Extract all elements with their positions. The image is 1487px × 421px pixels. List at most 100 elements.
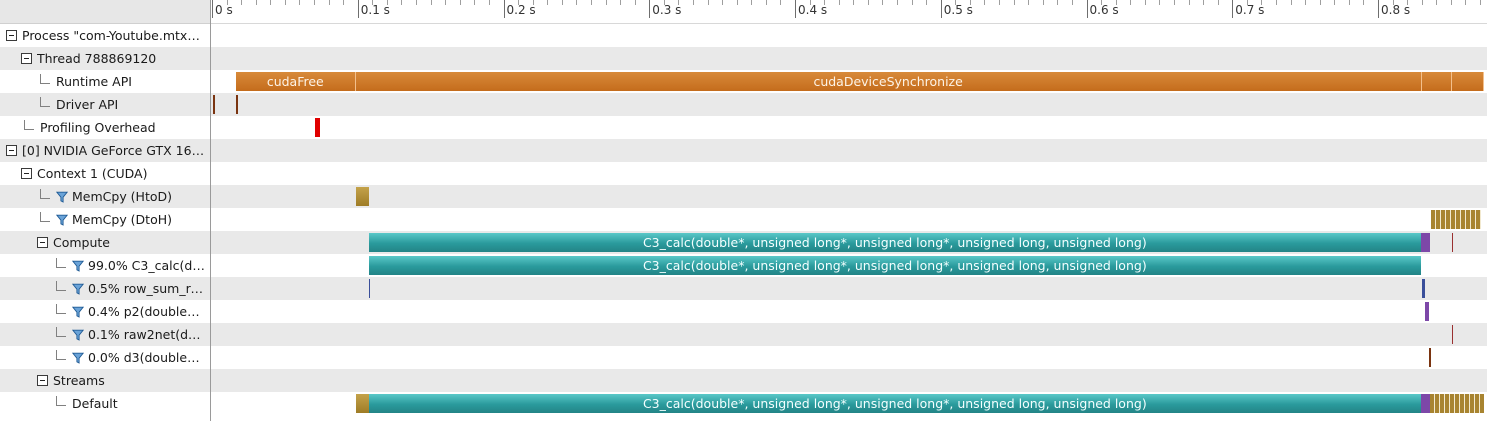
ruler-minor-tick	[1392, 0, 1394, 5]
ruler-minor-tick	[1115, 0, 1117, 5]
tree-context[interactable]: Context 1 (CUDA)	[0, 162, 210, 185]
event-kernel-row-sum-2[interactable]	[1422, 279, 1426, 298]
ruler-minor-tick	[1436, 0, 1438, 5]
event-driver-2[interactable]	[235, 95, 238, 114]
ruler-minor-tick	[547, 0, 549, 5]
tree-thread[interactable]: Thread 788869120	[0, 47, 210, 70]
ruler-minor-tick	[1305, 0, 1307, 5]
tree-branch-icon	[40, 96, 50, 107]
event-kernel-raw2net[interactable]	[1451, 325, 1453, 344]
ruler-minor-tick	[1217, 0, 1219, 5]
timeline-lane	[211, 369, 1487, 392]
collapse-icon[interactable]	[37, 375, 48, 386]
tree-compute[interactable]: Compute	[0, 231, 210, 254]
ruler-tick	[1378, 0, 1379, 18]
ruler-minor-tick	[284, 0, 286, 5]
ruler-minor-tick	[1071, 0, 1073, 5]
ruler-tick-label: 0.8 s	[1381, 3, 1411, 17]
tree-kernel-c3-calc[interactable]: 99.0% C3_calc(do...	[0, 254, 210, 277]
pane-splitter[interactable]	[210, 0, 211, 421]
tree-row-label: 0.0% d3(double*, ...	[88, 350, 205, 365]
ruler-minor-tick	[576, 0, 578, 5]
timeline-lane	[211, 277, 1487, 300]
collapse-icon[interactable]	[6, 30, 17, 41]
tree-kernel-row-sum[interactable]: 0.5% row_sum_re...	[0, 277, 210, 300]
event-compute-raw2net[interactable]	[1451, 233, 1453, 252]
ruler-minor-tick	[736, 0, 738, 5]
event-stream-small[interactable]	[1420, 394, 1430, 413]
event-runtime-tail-1[interactable]	[1421, 72, 1452, 91]
ruler-minor-tick	[1480, 0, 1482, 5]
filter-icon[interactable]	[72, 329, 84, 341]
ruler-minor-tick	[1246, 0, 1248, 5]
event-memcpy-dtoh[interactable]	[1431, 210, 1482, 229]
event-compute-small[interactable]	[1420, 233, 1430, 252]
ruler-minor-tick	[1159, 0, 1161, 5]
event-kernel-c3-calc[interactable]: C3_calc(double*, unsigned long*, unsigne…	[368, 256, 1421, 275]
filter-icon[interactable]	[56, 214, 68, 226]
ruler-minor-tick	[692, 0, 694, 5]
ruler-minor-tick	[590, 0, 592, 5]
tree-streams[interactable]: Streams	[0, 369, 210, 392]
tree-memcpy-htod[interactable]: MemCpy (HtoD)	[0, 185, 210, 208]
ruler-minor-tick	[824, 0, 826, 5]
tree-row-label: 0.1% raw2net(dou...	[88, 327, 205, 342]
filter-icon[interactable]	[72, 283, 84, 295]
filter-icon[interactable]	[56, 191, 68, 203]
tree-branch-icon	[40, 211, 50, 222]
filter-icon[interactable]	[72, 306, 84, 318]
ruler-minor-tick	[1173, 0, 1175, 5]
tree-runtime-api[interactable]: Runtime API	[0, 70, 210, 93]
tree-kernel-raw2net[interactable]: 0.1% raw2net(dou...	[0, 323, 210, 346]
ruler-minor-tick	[1144, 0, 1146, 5]
ruler-minor-tick	[984, 0, 986, 5]
collapse-icon[interactable]	[37, 237, 48, 248]
event-profiling-overhead[interactable]	[315, 118, 321, 137]
event-stream-memcpy-dtoh[interactable]	[1429, 394, 1485, 413]
tree-memcpy-dtoh[interactable]: MemCpy (DtoH)	[0, 208, 210, 231]
tree-kernel-p2[interactable]: 0.4% p2(double*, ...	[0, 300, 210, 323]
ruler-minor-tick	[328, 0, 330, 5]
collapse-icon[interactable]	[21, 168, 32, 179]
ruler-minor-tick	[255, 0, 257, 5]
event-driver-1[interactable]	[212, 95, 215, 114]
ruler-minor-tick	[780, 0, 782, 5]
filter-icon[interactable]	[72, 352, 84, 364]
event-runtime-tail-2[interactable]	[1451, 72, 1485, 91]
tree-row-label: Context 1 (CUDA)	[37, 166, 148, 181]
event-cudafree[interactable]: cudaFree	[236, 72, 356, 91]
ruler-minor-tick	[838, 0, 840, 5]
ruler-minor-tick	[620, 0, 622, 5]
tree-row-label: Compute	[53, 235, 111, 250]
filter-icon[interactable]	[72, 260, 84, 272]
tree-branch-icon	[56, 280, 66, 291]
ruler-minor-tick	[882, 0, 884, 5]
event-stream-memcpy-htod[interactable]	[355, 394, 369, 413]
tree-kernel-d3[interactable]: 0.0% d3(double*, ...	[0, 346, 210, 369]
tree-gpu[interactable]: [0] NVIDIA GeForce GTX 1650	[0, 139, 210, 162]
event-stream-c3-calc[interactable]: C3_calc(double*, unsigned long*, unsigne…	[368, 394, 1421, 413]
ruler-minor-tick	[765, 0, 767, 5]
collapse-icon[interactable]	[21, 53, 32, 64]
tree-row-label: Process "com-Youtube.mtx" (...	[22, 28, 205, 43]
tree-process[interactable]: Process "com-Youtube.mtx" (...	[0, 24, 210, 47]
ruler-minor-tick	[343, 0, 345, 5]
ruler-minor-tick	[401, 0, 403, 5]
event-memcpy-htod[interactable]	[355, 187, 369, 206]
event-cuda-device-synchronize[interactable]: cudaDeviceSynchronize	[355, 72, 1422, 91]
event-kernel-d3[interactable]	[1429, 348, 1432, 367]
tree-stream-default[interactable]: Default	[0, 392, 210, 415]
collapse-icon[interactable]	[6, 145, 17, 156]
timeline-tree-pane: Process "com-Youtube.mtx" (... Thread 788…	[0, 0, 210, 421]
event-kernel-row-sum-1[interactable]	[369, 279, 371, 298]
event-compute-c3-calc[interactable]: C3_calc(double*, unsigned long*, unsigne…	[368, 233, 1421, 252]
ruler-minor-tick	[1465, 0, 1467, 5]
event-kernel-p2[interactable]	[1424, 302, 1429, 321]
ruler-minor-tick	[999, 0, 1001, 5]
ruler-minor-tick	[445, 0, 447, 5]
ruler-minor-tick	[969, 0, 971, 5]
tree-driver-api[interactable]: Driver API	[0, 93, 210, 116]
tree-profiling-overhead[interactable]: Profiling Overhead	[0, 116, 210, 139]
